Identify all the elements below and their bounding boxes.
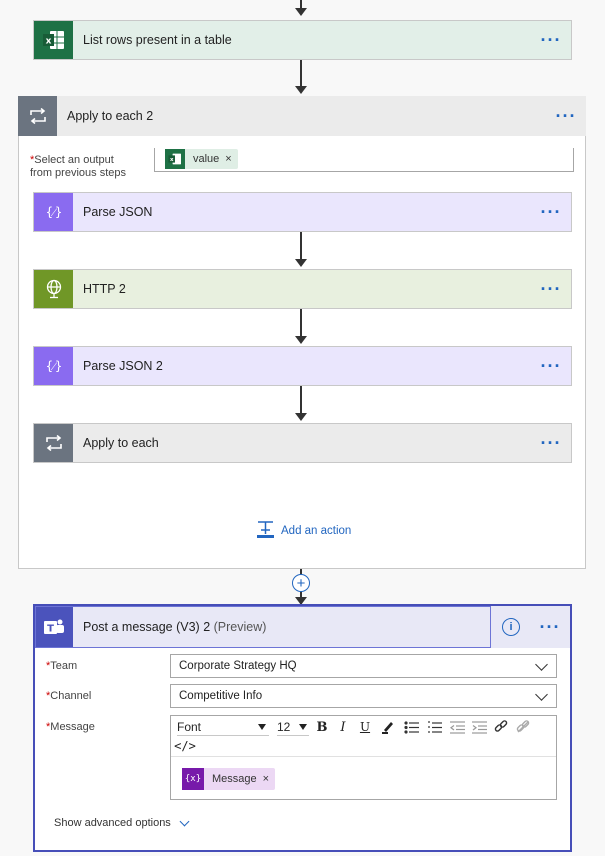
- loop-icon: [34, 424, 73, 462]
- channel-value: Competitive Info: [179, 690, 263, 702]
- highlight-icon[interactable]: [381, 719, 395, 735]
- caret-down-icon: [299, 724, 307, 730]
- indent-icon[interactable]: [471, 719, 487, 735]
- apply-each-2-menu-button[interactable]: ···: [555, 106, 577, 126]
- loop-icon: [18, 96, 57, 136]
- plus-icon: +: [296, 574, 306, 592]
- add-action-icon: [256, 520, 275, 542]
- globe-icon: [34, 270, 73, 308]
- add-action-label: Add an action: [281, 525, 352, 537]
- http-2-menu-button[interactable]: ···: [540, 279, 562, 299]
- font-value: Font: [177, 720, 202, 734]
- bullet-list-icon[interactable]: [403, 719, 419, 735]
- parse-json-2-card[interactable]: {⁄} Parse JSON 2 ···: [33, 346, 572, 386]
- bold-button[interactable]: B: [316, 719, 328, 735]
- svg-text:x: x: [45, 37, 51, 47]
- team-value: Corporate Strategy HQ: [179, 660, 297, 672]
- message-token-label: Message: [212, 773, 257, 785]
- post-message-menu-button[interactable]: ···: [539, 617, 561, 637]
- apply-each-title: Apply to each: [83, 436, 159, 450]
- svg-text:T: T: [47, 624, 54, 635]
- message-token-remove-icon[interactable]: ×: [262, 773, 270, 785]
- svg-text:{⁄}: {⁄}: [45, 205, 61, 219]
- chevron-down-icon: [535, 658, 548, 671]
- message-token[interactable]: {x} Message ×: [182, 768, 276, 790]
- message-editor: Font 12 B I U </> {x} Message ×: [170, 715, 557, 800]
- info-button[interactable]: i: [492, 618, 530, 636]
- apply-each-2-container: [18, 96, 586, 569]
- team-dropdown[interactable]: Corporate Strategy HQ: [170, 654, 557, 678]
- italic-button[interactable]: I: [340, 719, 346, 735]
- post-message-title: Post a message (V3) 2 (Preview): [83, 620, 267, 634]
- apply-each-card[interactable]: Apply to each ···: [33, 423, 572, 463]
- json-braces-icon: {⁄}: [34, 347, 73, 385]
- select-output-field[interactable]: x value ×: [154, 148, 574, 172]
- http-2-title: HTTP 2: [83, 282, 126, 296]
- message-label: *Message: [46, 721, 95, 733]
- insert-step-button[interactable]: +: [292, 574, 310, 592]
- excel-icon: x: [165, 149, 185, 169]
- list-rows-menu-button[interactable]: ···: [540, 30, 562, 50]
- parse-json-card[interactable]: {⁄} Parse JSON ···: [33, 192, 572, 232]
- http-2-card[interactable]: HTTP 2 ···: [33, 269, 572, 309]
- chevron-down-icon: [179, 816, 190, 826]
- parse-json-2-title: Parse JSON 2: [83, 359, 163, 373]
- post-message-header[interactable]: T Post a message (V3) 2 (Preview) i ···: [35, 606, 570, 648]
- show-advanced-options-label: Show advanced options: [54, 817, 171, 829]
- list-rows-card[interactable]: x List rows present in a table ···: [33, 20, 572, 60]
- svg-text:{⁄}: {⁄}: [45, 359, 61, 373]
- svg-text:x: x: [170, 157, 174, 163]
- parse-json-2-menu-button[interactable]: ···: [540, 356, 562, 376]
- outdent-icon[interactable]: [449, 719, 465, 735]
- apply-each-2-header[interactable]: Apply to each 2 ···: [18, 96, 586, 136]
- show-advanced-options-button[interactable]: Show advanced options: [54, 816, 190, 829]
- chevron-down-icon: [535, 688, 548, 701]
- parse-json-menu-button[interactable]: ···: [540, 202, 562, 222]
- value-token-label: value: [193, 153, 220, 165]
- teams-icon: T: [35, 606, 73, 648]
- add-action-button[interactable]: Add an action: [256, 520, 351, 542]
- json-braces-icon: {⁄}: [34, 193, 73, 231]
- list-rows-title: List rows present in a table: [83, 33, 232, 47]
- numbered-list-icon[interactable]: [426, 719, 442, 735]
- value-token-remove-icon[interactable]: ×: [225, 153, 232, 165]
- channel-label: *Channel: [46, 690, 92, 702]
- link-icon[interactable]: [493, 719, 509, 735]
- caret-down-icon: [258, 724, 266, 730]
- variable-icon: {x}: [182, 768, 204, 790]
- code-view-icon[interactable]: </>: [174, 739, 196, 753]
- font-size-value: 12: [277, 720, 291, 734]
- unlink-icon[interactable]: [515, 719, 531, 735]
- channel-dropdown[interactable]: Competitive Info: [170, 684, 557, 708]
- font-dropdown[interactable]: Font: [177, 719, 269, 736]
- excel-icon: x: [34, 21, 73, 59]
- team-label: *Team: [46, 660, 78, 672]
- parse-json-title: Parse JSON: [83, 205, 153, 219]
- value-token[interactable]: x value ×: [165, 149, 238, 169]
- info-icon: i: [502, 618, 520, 636]
- font-size-dropdown[interactable]: 12: [277, 719, 309, 736]
- toolbar-divider: [171, 756, 556, 757]
- select-output-label: *Select an output from previous steps: [30, 154, 126, 179]
- apply-each-menu-button[interactable]: ···: [540, 433, 562, 453]
- underline-button[interactable]: U: [359, 720, 371, 734]
- apply-each-2-title: Apply to each 2: [67, 109, 154, 123]
